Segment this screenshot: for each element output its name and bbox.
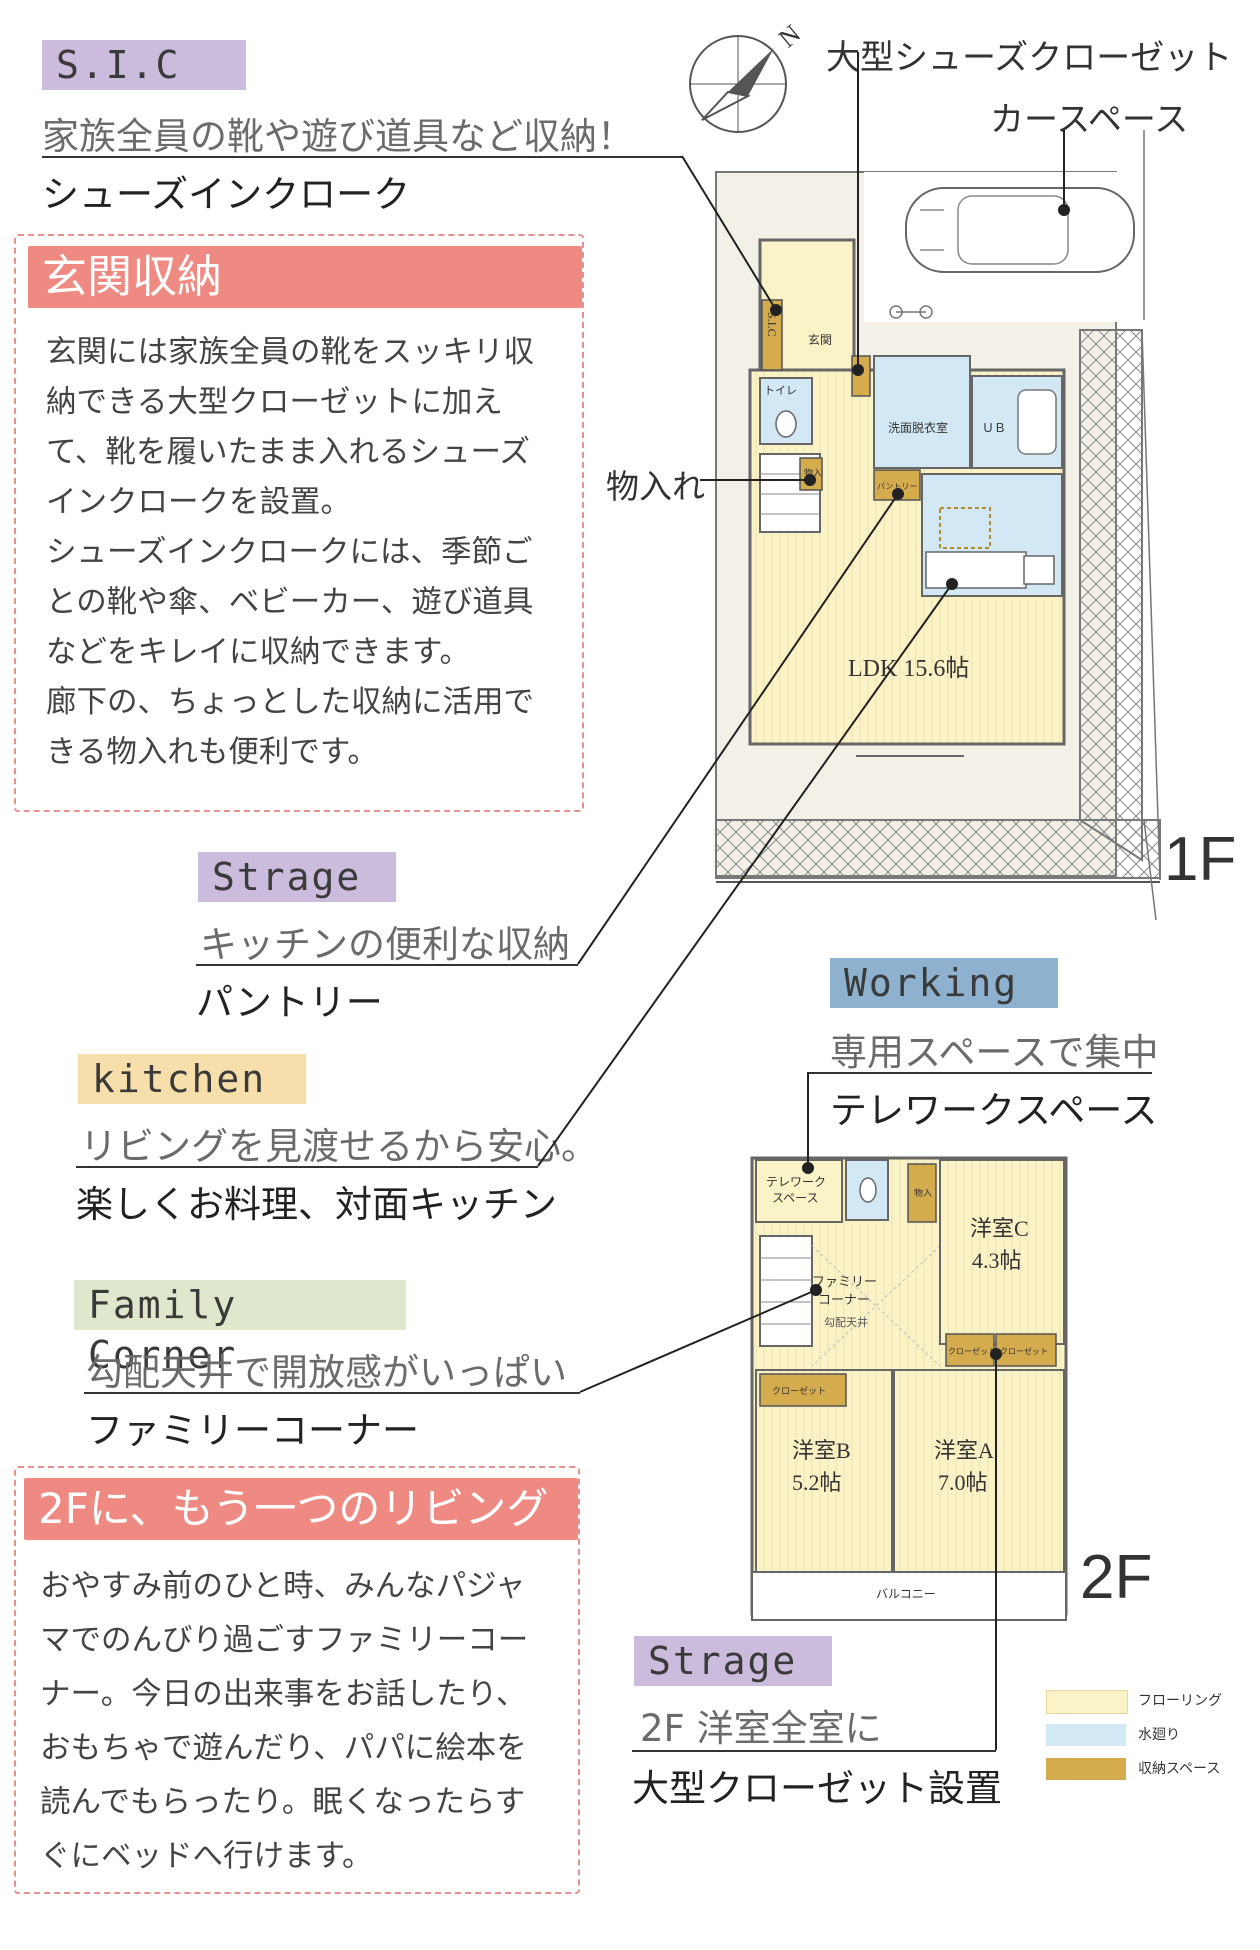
floor-label-1f: 1F: [1164, 825, 1237, 894]
plan-1f-ldk: LDK 15.6帖: [848, 655, 969, 682]
floor-label-2f: 2F: [1080, 1543, 1153, 1612]
living-line: マでのんびり過ごすファミリーコー: [40, 1623, 529, 1658]
plan-1f: S.I.C 玄関 トイレ 物入 洗面脱衣室 ＵＢ パントリー LDK 15.6帖: [715, 130, 1161, 921]
legend-swatch-storage: [1046, 1758, 1126, 1780]
leader-lines: [537, 52, 1065, 1750]
leader-dots: [770, 204, 1070, 1360]
compass-icon: N: [689, 19, 806, 133]
plan-1f-toilet: トイレ: [764, 385, 797, 397]
legend-item-flooring: フローリング: [1046, 1688, 1246, 1722]
entrance-line: シューズインクロークには、季節ご: [46, 535, 533, 570]
entrance-line: 納できる大型クローゼットに加え: [46, 385, 503, 420]
pantry-divider: [196, 964, 578, 966]
second-living-title: 2Fに、もう一つのリビング: [24, 1478, 578, 1540]
plan-1f-pantry: パントリー: [877, 482, 917, 491]
plan-1f-storage: 物入: [804, 467, 822, 478]
working-divider: [808, 1072, 1152, 1074]
plan-2f-family-1: ファミリー: [812, 1274, 877, 1289]
pantry-tag: Strage: [198, 852, 396, 902]
plan-1f-ub: ＵＢ: [982, 421, 1006, 435]
entrance-line: て、靴を履いたまま入れるシューズ: [46, 435, 531, 470]
plan-2f-room-b-size: 5.2帖: [792, 1470, 842, 1495]
plan-2f-room-c-size: 4.3帖: [972, 1248, 1022, 1273]
working-title: テレワークスペース: [830, 1089, 1158, 1132]
legend-swatch-flooring: [1046, 1690, 1128, 1714]
living-line: ナー。今日の出来事をお話したり、: [40, 1677, 527, 1712]
kitchen-title: 楽しくお料理、対面キッチン: [76, 1183, 557, 1226]
second-living-box: [14, 1466, 580, 1894]
entrance-line: などをキレイに収納できます。: [46, 635, 470, 670]
entrance-storage-title: 玄関収納: [28, 246, 582, 308]
second-living-description: おやすみ前のひと時、みんなパジャ マでのんびり過ごすファミリーコー ナー。今日の…: [40, 1560, 570, 1884]
legend-label-water: 水廻り: [1138, 1728, 1180, 1743]
family-corner-divider: [84, 1392, 580, 1394]
compass-north: N: [773, 19, 806, 53]
pantry-subtitle: キッチンの便利な収納: [200, 923, 570, 966]
living-line: 読んでもらったり。眠くなったらす: [40, 1785, 526, 1820]
plan-1f-genkan: 玄関: [808, 332, 832, 347]
entrance-line: 玄関には家族全員の靴をスッキリ収: [46, 335, 534, 370]
living-line: ぐにベッドへ行けます。: [40, 1839, 373, 1874]
legend-item-water: 水廻り: [1046, 1722, 1246, 1756]
plan-2f-telework-2: スペース: [772, 1191, 819, 1205]
plan-2f-storage: 物入: [914, 1187, 932, 1198]
living-line: おもちゃで遊んだり、パパに絵本を: [40, 1731, 527, 1766]
plan-2f-closet-1: クローゼット: [948, 1346, 996, 1356]
plan-1f-sic: S.I.C: [765, 312, 779, 337]
entrance-line: 廊下の、ちょっとした収納に活用で: [46, 685, 534, 720]
legend-label-storage: 収納スペース: [1138, 1762, 1221, 1777]
working-tag: Working: [830, 958, 1058, 1008]
pantry-title: パントリー: [196, 981, 383, 1024]
car-icon: [905, 187, 1135, 273]
working-subtitle: 専用スペースで集中: [830, 1031, 1159, 1074]
entrance-storage-description: 玄関には家族全員の靴をスッキリ収 納できる大型クローゼットに加え て、靴を履いた…: [46, 328, 566, 778]
closet-2f-title: 大型クローゼット設置: [632, 1767, 1002, 1810]
plan-2f-telework-1: テレワーク: [766, 1175, 826, 1189]
sic-subtitle: 家族全員の靴や遊び道具など収納！: [42, 115, 634, 158]
plan-2f: バルコニー テレワーク スペース 物入 ファミリー コーナー 勾配天井 洋室C …: [750, 1156, 1068, 1621]
bicycle-icon: [889, 305, 933, 319]
plan-2f-closet-2: クローゼット: [1000, 1346, 1048, 1356]
plan-1f-washroom: 洗面脱衣室: [888, 420, 948, 435]
sic-title: シューズインクローク: [42, 173, 411, 216]
plan-2f-room-a-size: 7.0帖: [938, 1470, 988, 1495]
closet-2f-subtitle: 2F 洋室全室に: [640, 1707, 882, 1750]
sic-tag: S.I.C: [42, 40, 246, 90]
kitchen-subtitle: リビングを見渡せるから安心。: [80, 1125, 598, 1168]
entrance-line: との靴や傘、ベビーカー、遊び道具: [46, 585, 534, 620]
closet-2f-divider: [632, 1750, 996, 1752]
legend-item-storage: 収納スペース: [1046, 1756, 1246, 1790]
kitchen-tag: kitchen: [78, 1054, 306, 1104]
plan-2f-room-b-name: 洋室B: [792, 1438, 851, 1463]
plan-2f-family-2: コーナー: [818, 1292, 870, 1307]
entrance-line: きる物入れも便利です。: [46, 735, 378, 770]
closet-2f-tag: Strage: [634, 1636, 832, 1686]
living-line: おやすみ前のひと時、みんなパジャ: [40, 1569, 526, 1604]
plan-2f-room-c-name: 洋室C: [970, 1216, 1029, 1241]
big-shoe-closet-label: 大型シューズクローゼット: [826, 38, 1233, 78]
plan-2f-closet-3: クローゼット: [772, 1385, 826, 1396]
plan-2f-room-a-name: 洋室A: [934, 1438, 994, 1463]
family-corner-tag: Family Corner: [74, 1280, 406, 1377]
plan-2f-family-note: 勾配天井: [824, 1315, 868, 1329]
kitchen-divider: [76, 1166, 538, 1168]
legend-label-flooring: フローリング: [1138, 1694, 1222, 1709]
plan-2f-balcony: バルコニー: [876, 1587, 936, 1601]
family-corner-title: ファミリーコーナー: [86, 1409, 419, 1452]
family-corner-subtitle: 勾配天井で開放感がいっぱい: [86, 1351, 567, 1394]
car-space-label: カースペース: [990, 100, 1189, 140]
sic-divider: [42, 156, 682, 158]
entrance-line: インクロークを設置。: [46, 485, 351, 520]
legend-swatch-water: [1046, 1724, 1126, 1746]
legend: フローリング 水廻り 収納スペース: [1046, 1688, 1246, 1790]
storage-label-1f: 物入れ: [606, 467, 705, 506]
